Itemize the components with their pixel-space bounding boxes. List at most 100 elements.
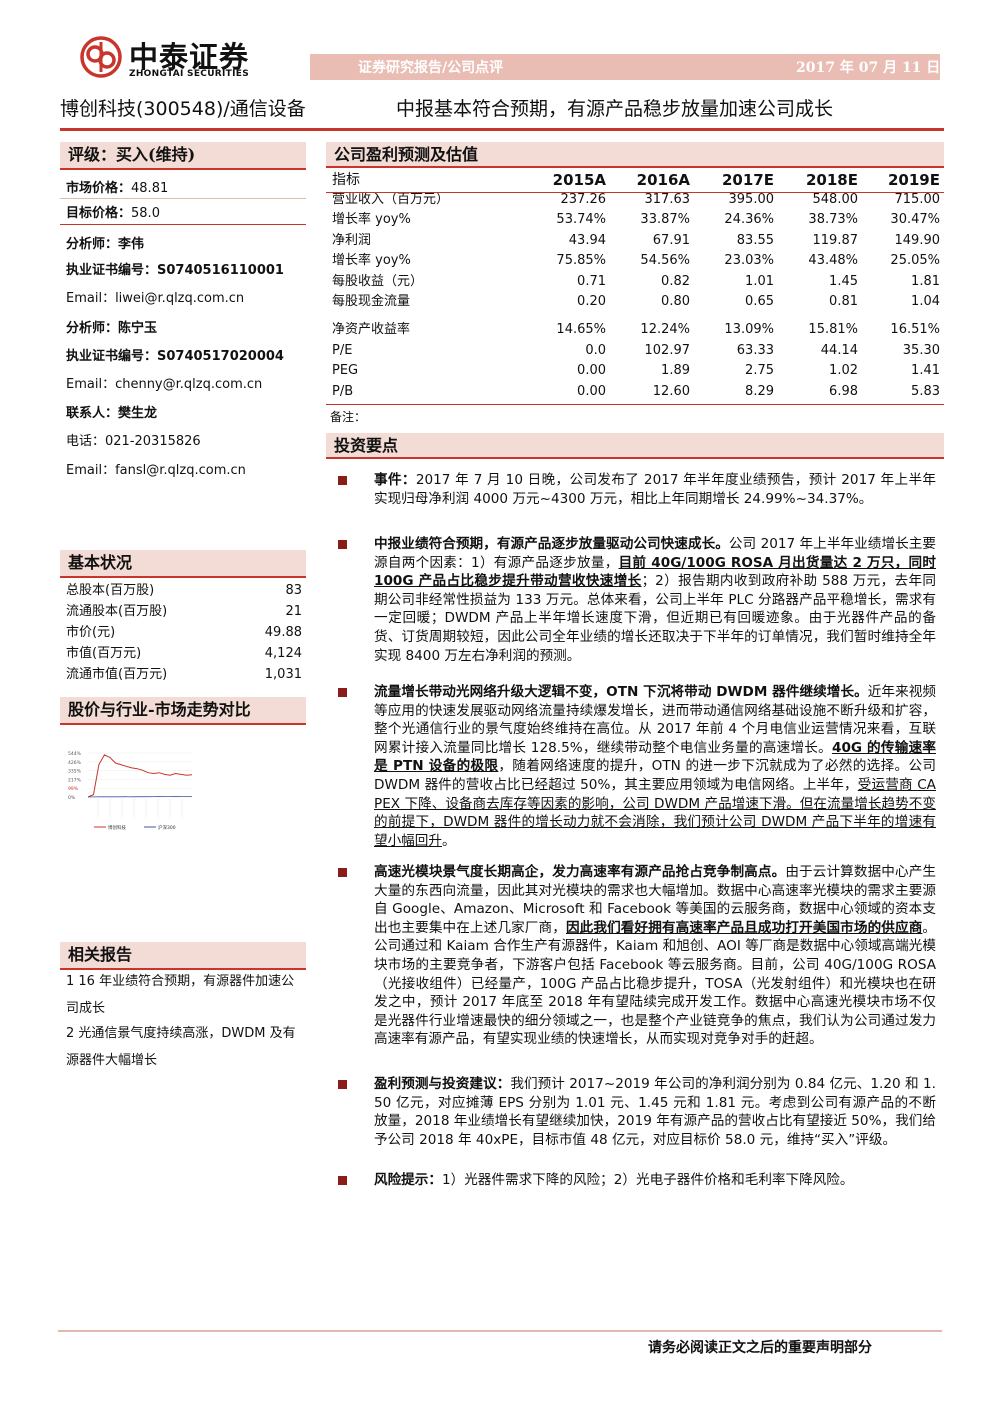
analyst-2-cert: 执业证书编号：S0740517020004 bbox=[66, 349, 284, 364]
optical-module-paragraph: 高速光模块景气度长期高企，发力高速率有源产品抢占竞争制高点。由于云计算数据中心产… bbox=[374, 864, 937, 1048]
analyst-1-name: 分析师：李伟 bbox=[66, 237, 145, 252]
forecast-cell: 102.97 bbox=[644, 343, 691, 358]
footer-divider bbox=[58, 1330, 942, 1332]
forecast-cell: 43.48% bbox=[808, 253, 858, 268]
zhongtai-logo-icon bbox=[80, 36, 122, 78]
forecast-cell: 6.98 bbox=[829, 384, 858, 399]
forecast-cell: 1.41 bbox=[911, 363, 940, 378]
table-row: 流通股本(百万股)21 bbox=[66, 604, 302, 619]
forecast-cell: 0.81 bbox=[829, 294, 858, 309]
forecast-cell: 548.00 bbox=[812, 192, 859, 207]
forecast-cell: 0.20 bbox=[577, 294, 606, 309]
forecast-paragraph: 盈利预测与投资建议：我们预计 2017~2019 年公司的净利润分别为 0.84… bbox=[374, 1076, 937, 1148]
divider bbox=[326, 192, 944, 193]
forecast-cell: 149.90 bbox=[894, 233, 941, 248]
forecast-cell: 715.00 bbox=[894, 192, 941, 207]
forecast-cell: 0.71 bbox=[577, 274, 606, 289]
table-row: 流通市值(百万元)1,031 bbox=[66, 667, 302, 682]
forecast-row: 每股收益（元） 0.71 0.82 1.01 1.45 1.81 bbox=[330, 272, 942, 292]
forecast-row-label: 营业收入（百万元） bbox=[332, 192, 450, 207]
forecast-cell: 16.51% bbox=[890, 322, 940, 337]
y-tick-label: 0% bbox=[68, 795, 76, 801]
price-trend-chart: 544%426%335%217%99%0%博创科技沪深300 bbox=[68, 751, 193, 831]
forecast-cell: 8.29 bbox=[745, 384, 774, 399]
forecast-row: 增长率 yoy%75.85%54.56%23.03%43.48%25.05% bbox=[330, 251, 942, 271]
footer-disclaimer: 请务必阅读正文之后的重要声明部分 bbox=[648, 1340, 872, 1356]
forecast-row-label: 每股收益（元） bbox=[332, 274, 424, 289]
forecast-cell: 1.02 bbox=[829, 363, 858, 378]
forecast-row-label: PEG bbox=[332, 363, 359, 378]
forecast-cell: 395.00 bbox=[728, 192, 775, 207]
forecast-row-label: 增长率 yoy% bbox=[332, 253, 411, 268]
forecast-cell: 44.14 bbox=[820, 343, 858, 358]
forecast-cell: 63.33 bbox=[736, 343, 774, 358]
report-headline: 中报基本符合预期，有源产品稳步放量加速公司成长 bbox=[396, 98, 834, 120]
forecast-cell: 5.83 bbox=[911, 384, 940, 399]
y-tick-label: 335% bbox=[68, 769, 82, 775]
related-report-2[interactable]: 2 光通信景气度持续高涨，DWDM 及有源器件大幅增长 bbox=[66, 1026, 296, 1068]
risk-paragraph: 风险提示：1）光器件需求下降的风险；2）光电子器件价格和毛利率下降风险。 bbox=[374, 1172, 854, 1188]
forecast-cell: 15.81% bbox=[808, 322, 858, 337]
forecast-cell: 1.81 bbox=[911, 274, 940, 289]
header-bar bbox=[310, 54, 940, 80]
forecast-cell: 75.85% bbox=[556, 253, 606, 268]
forecast-cell: 0.82 bbox=[661, 274, 690, 289]
table-row: 总股本(百万股)83 bbox=[66, 583, 302, 598]
forecast-cell: 1.45 bbox=[829, 274, 858, 289]
forecast-cell: 25.05% bbox=[890, 253, 940, 268]
forecast-cell: 0.65 bbox=[745, 294, 774, 309]
forecast-cell: 1.89 bbox=[661, 363, 690, 378]
bullet-square-icon bbox=[338, 1176, 347, 1185]
forecast-cell: 14.65% bbox=[556, 322, 606, 337]
logo-text: 中泰证券 bbox=[129, 40, 250, 74]
bullet-square-icon bbox=[338, 1080, 347, 1089]
forecast-row-label: 净利润 bbox=[332, 233, 372, 248]
forecast-title: 公司盈利预测及估值 bbox=[326, 142, 944, 168]
report-type: 证券研究报告/公司点评 bbox=[358, 60, 504, 76]
contact-phone: 电话：021-20315826 bbox=[66, 434, 201, 449]
forecast-cell: 1.01 bbox=[745, 274, 774, 289]
header-divider bbox=[60, 128, 944, 131]
basics-table: 总股本(百万股)83 流通股本(百万股)21 市价(元)49.88 市值(百万元… bbox=[60, 580, 306, 690]
forecast-note: 备注： bbox=[330, 410, 367, 424]
y-tick-label: 99% bbox=[68, 786, 79, 792]
forecast-cell: 67.91 bbox=[652, 233, 690, 248]
bullet-square-icon bbox=[338, 688, 347, 697]
forecast-cell: 53.74% bbox=[556, 212, 606, 227]
table-row: 市价(元)49.88 bbox=[66, 625, 302, 640]
basics-box: 基本状况 bbox=[60, 550, 306, 578]
forecast-cell: 23.03% bbox=[724, 253, 774, 268]
traffic-growth-paragraph: 流量增长带动光网络升级大逻辑不变，OTN 下沉将带动 DWDM 器件继续增长。近… bbox=[374, 684, 937, 849]
logo-english-text: ZHONGTAI SECURITIES bbox=[129, 69, 249, 79]
rating-box: 评级：买入(维持) bbox=[60, 142, 306, 170]
legend-label: 博创科技 bbox=[108, 824, 126, 831]
related-report-1[interactable]: 1 16 年业绩符合预期，有源器件加速公司成长 bbox=[66, 974, 295, 1016]
bullet-square-icon bbox=[338, 540, 347, 549]
forecast-header-row: 指标 2015A 2016A 2017E 2018E 2019E bbox=[332, 171, 940, 189]
forecast-cell: 38.73% bbox=[808, 212, 858, 227]
y-tick-label: 217% bbox=[68, 777, 82, 783]
company-name: 博创科技(300548)/通信设备 bbox=[60, 98, 306, 120]
forecast-cell: 13.09% bbox=[724, 322, 774, 337]
price-chart-title: 股价与行业-市场走势对比 bbox=[60, 697, 306, 725]
forecast-row-label: 每股现金流量 bbox=[332, 294, 411, 309]
forecast-cell: 317.63 bbox=[644, 192, 691, 207]
contact-name: 联系人：樊生龙 bbox=[66, 406, 158, 421]
event-paragraph: 事件：2017 年 7 月 10 日晚，公司发布了 2017 年半年度业绩预告，… bbox=[374, 472, 936, 507]
divider bbox=[326, 404, 944, 405]
target-price: 目标价格：58.0 bbox=[66, 206, 160, 221]
forecast-cell: 33.87% bbox=[640, 212, 690, 227]
forecast-cell: 2.75 bbox=[745, 363, 774, 378]
investment-title: 投资要点 bbox=[326, 433, 944, 459]
forecast-cell: 43.94 bbox=[568, 233, 606, 248]
y-tick-label: 426% bbox=[68, 760, 82, 766]
series-line bbox=[87, 795, 192, 798]
rating-title: 评级：买入(维持) bbox=[60, 142, 306, 170]
divider bbox=[60, 224, 306, 225]
forecast-cell: 35.30 bbox=[902, 343, 940, 358]
